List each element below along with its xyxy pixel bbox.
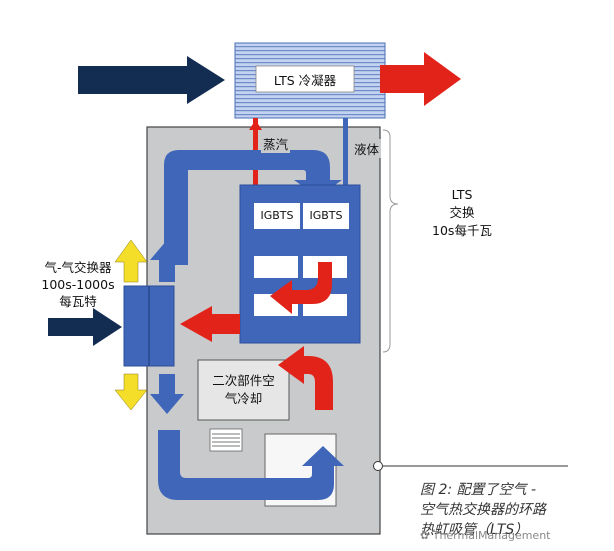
secondary-line1: 二次部件空 xyxy=(212,373,275,388)
lts-note-line2: 交换 xyxy=(449,205,475,220)
caption-line2: 空气热交换器的环路 xyxy=(420,502,546,518)
liquid-pipe xyxy=(343,118,348,185)
vent-grille xyxy=(209,428,243,452)
lts-exchange-note: LTS 交换 10s每千瓦 xyxy=(412,186,512,240)
lts-note-line3: 10s每千瓦 xyxy=(432,223,492,238)
figure-caption: 图 2: 配置了空气 - 空气热交换器的环路 热虹吸管（LTS） xyxy=(420,480,600,540)
component-slot xyxy=(254,256,298,278)
air-exchanger-note: 气-气交换器 100s-1000s 每瓦特 xyxy=(28,259,128,310)
lower-air-loop-arrow xyxy=(158,430,344,500)
igbt-module-2 xyxy=(303,203,349,229)
air-exchanger-line3: 每瓦特 xyxy=(59,294,97,309)
liquid-label: 液体 xyxy=(352,139,382,158)
caption-line3: 热虹吸管（LTS） xyxy=(420,522,529,538)
internal-air-up-arrow xyxy=(150,240,184,282)
watermark-text: ThermalManagement xyxy=(432,529,551,542)
upper-air-loop-arrow xyxy=(164,150,342,265)
igbt-module-1 xyxy=(254,203,300,229)
condenser-label-box xyxy=(255,65,355,93)
vapor-pipe-arrowhead xyxy=(249,120,262,130)
secondary-cooling-label: 二次部件空 气冷却 xyxy=(198,372,289,408)
lts-brace xyxy=(382,129,399,353)
outlet-air-arrow xyxy=(380,52,461,106)
wechat-icon: ✿ xyxy=(420,529,433,542)
secondary-line2: 气冷却 xyxy=(224,391,263,406)
internal-air-down-arrow xyxy=(150,374,184,414)
secondary-heat-arrow xyxy=(278,346,333,410)
lts-note-line1: LTS xyxy=(451,187,473,202)
ambient-air-up-arrow xyxy=(114,239,148,283)
igbt-label-1: IGBTS xyxy=(260,209,294,222)
watermark: ✿ ThermalManagement xyxy=(420,529,550,542)
condenser-label: LTS 冷凝器 xyxy=(273,73,337,88)
caption-pointer-dot xyxy=(373,461,383,471)
air-exchanger-line1: 气-气交换器 xyxy=(44,260,112,275)
caption-line1: 图 2: 配置了空气 - xyxy=(420,482,537,498)
heat-to-exchanger-arrow xyxy=(180,306,240,342)
air-exchanger-line2: 100s-1000s xyxy=(41,277,115,292)
ambient-air-in-arrow xyxy=(48,308,122,346)
secondary-component-box xyxy=(197,359,290,421)
igbt-heat-arrow xyxy=(270,262,332,314)
igbt-label-2: IGBTS xyxy=(309,209,343,222)
vapor-label: 蒸汽 xyxy=(261,134,291,153)
ambient-air-down-arrow xyxy=(114,373,148,411)
inlet-air-arrow xyxy=(78,56,225,104)
